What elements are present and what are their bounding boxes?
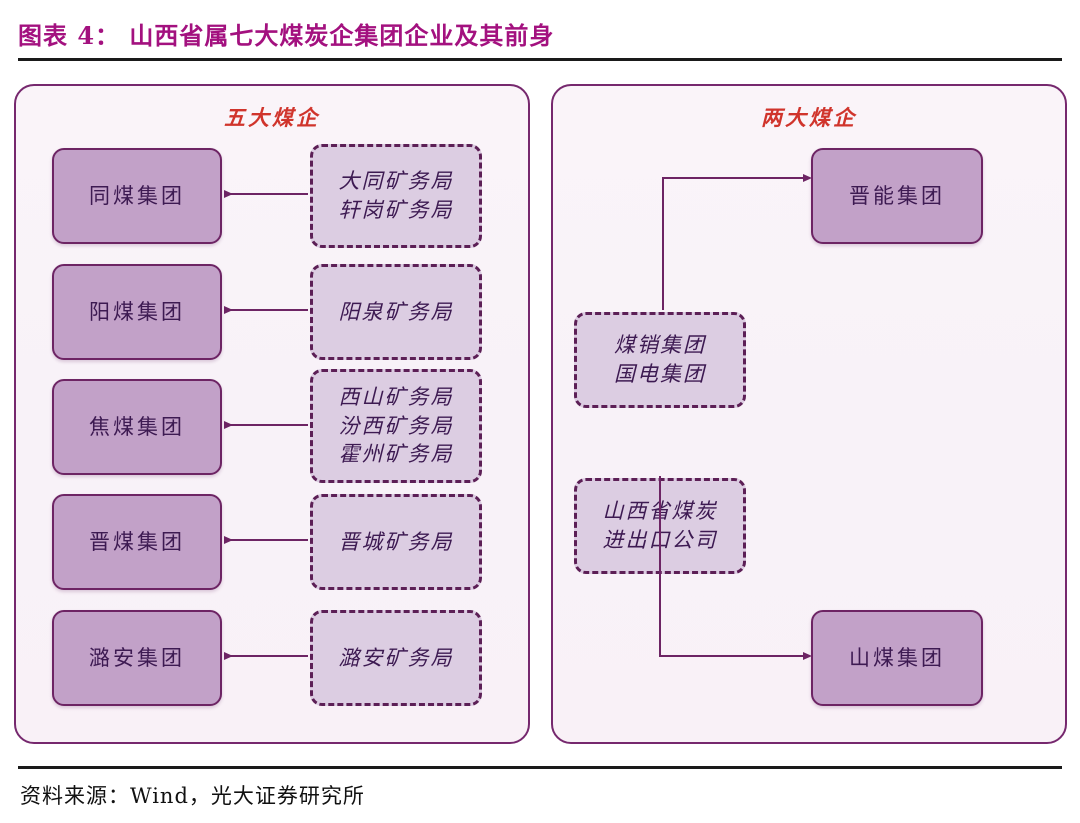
node-tongmei-group[interactable]: 同煤集团 — [52, 148, 222, 244]
node-yangquan-mining-bureau[interactable]: 阳泉矿务局 — [310, 264, 482, 360]
node-luan-group[interactable]: 潞安集团 — [52, 610, 222, 706]
figure-header: 图表 4： 山西省属七大煤炭企集团企业及其前身 — [0, 0, 1080, 62]
page-title: 图表 4： 山西省属七大煤炭企集团企业及其前身 — [18, 21, 555, 50]
node-meixiao-guodian-group[interactable]: 煤销集团 国电集团 — [574, 312, 746, 408]
panel-five-majors: 五大煤企 同煤集团 阳煤集团 焦煤集团 晋煤集团 潞安集团 大同矿务局 轩岗矿务… — [14, 84, 530, 744]
header-divider — [18, 58, 1062, 61]
node-shanxi-coal-import-export-company[interactable]: 山西省煤炭 进出口公司 — [574, 478, 746, 574]
figure-source: 资料来源：Wind，光大证券研究所 — [20, 784, 365, 808]
node-xishan-fenxi-huozhou-mining-bureau[interactable]: 西山矿务局 汾西矿务局 霍州矿务局 — [310, 369, 482, 483]
panel-heading-two-majors: 两大煤企 — [761, 105, 857, 130]
footer-divider — [18, 766, 1062, 769]
node-jincheng-mining-bureau[interactable]: 晋城矿务局 — [310, 494, 482, 590]
panel-heading-five-majors: 五大煤企 — [224, 105, 320, 130]
node-luan-mining-bureau[interactable]: 潞安矿务局 — [310, 610, 482, 706]
panel-two-majors: 两大煤企 晋能集团 山煤集团 煤销集团 国电集团 山西省煤炭 进出口公司 — [551, 84, 1067, 744]
node-yangmei-group[interactable]: 阳煤集团 — [52, 264, 222, 360]
node-jinneng-group[interactable]: 晋能集团 — [811, 148, 983, 244]
node-jiaomei-group[interactable]: 焦煤集团 — [52, 379, 222, 475]
node-shanmei-group[interactable]: 山煤集团 — [811, 610, 983, 706]
node-datong-xuangang-mining-bureau[interactable]: 大同矿务局 轩岗矿务局 — [310, 144, 482, 248]
node-jinmei-group[interactable]: 晋煤集团 — [52, 494, 222, 590]
